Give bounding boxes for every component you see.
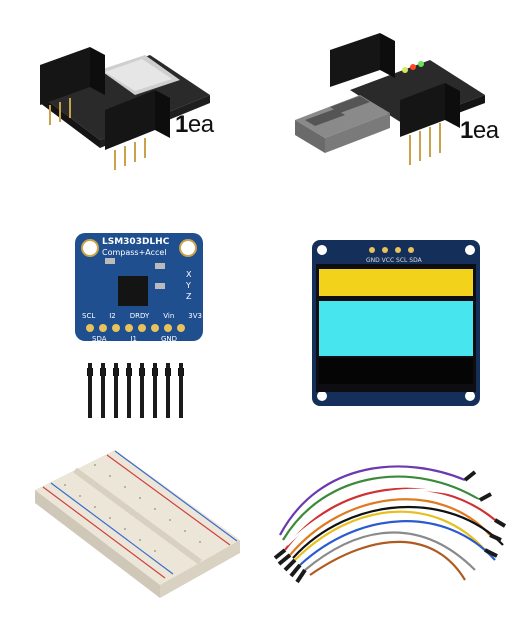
lsm303-board-product: LSM303DLHC Compass+Accel X Y Z SCL I2 DR… xyxy=(70,228,210,428)
quantity-number: 1 xyxy=(460,117,473,144)
board-subtitle: Compass+Accel xyxy=(102,248,167,257)
pin-label: I2 xyxy=(109,312,116,320)
quantity-label: 1ea xyxy=(460,117,499,145)
oled-display-product: GND VCC SCL SDA xyxy=(310,238,482,410)
quantity-label: 1ea xyxy=(175,111,214,139)
oled-header-labels: GND VCC SCL SDA xyxy=(366,257,422,264)
quantity-unit: ea xyxy=(472,117,499,144)
black-module-image xyxy=(40,47,210,170)
pin-label: Vin xyxy=(163,312,175,320)
pin-label: 3V3 xyxy=(188,312,202,320)
board-title: LSM303DLHC xyxy=(102,237,170,247)
axis-label-x: X xyxy=(186,270,192,279)
quantity-unit: ea xyxy=(187,111,214,138)
pin-label: I1 xyxy=(130,335,137,343)
jumper-wires-image xyxy=(273,465,507,584)
pin-label: SCL xyxy=(82,312,96,320)
pin-label: DRDY xyxy=(129,312,150,320)
pin-labels-top: SCL I2 DRDY Vin 3V3 xyxy=(82,312,202,320)
jumper-wires-product xyxy=(265,440,510,605)
usb-module-product: 1ea xyxy=(290,25,510,180)
usb-module-image xyxy=(295,33,485,165)
pin-label: GND xyxy=(160,335,177,343)
axis-label-y: Y xyxy=(186,281,191,290)
lsm303-board-image xyxy=(75,233,203,418)
oled-display-image xyxy=(312,240,480,406)
black-module-product: 1ea xyxy=(30,25,250,180)
axis-labels: X Y Z xyxy=(186,270,191,301)
pin-labels-bottom: SDA I1 GND xyxy=(92,335,177,343)
axis-label-z: Z xyxy=(186,292,192,301)
quantity-number: 1 xyxy=(175,111,188,138)
breadboard-product xyxy=(25,440,250,605)
breadboard-image xyxy=(35,450,240,598)
pin-label: SDA xyxy=(92,335,107,343)
